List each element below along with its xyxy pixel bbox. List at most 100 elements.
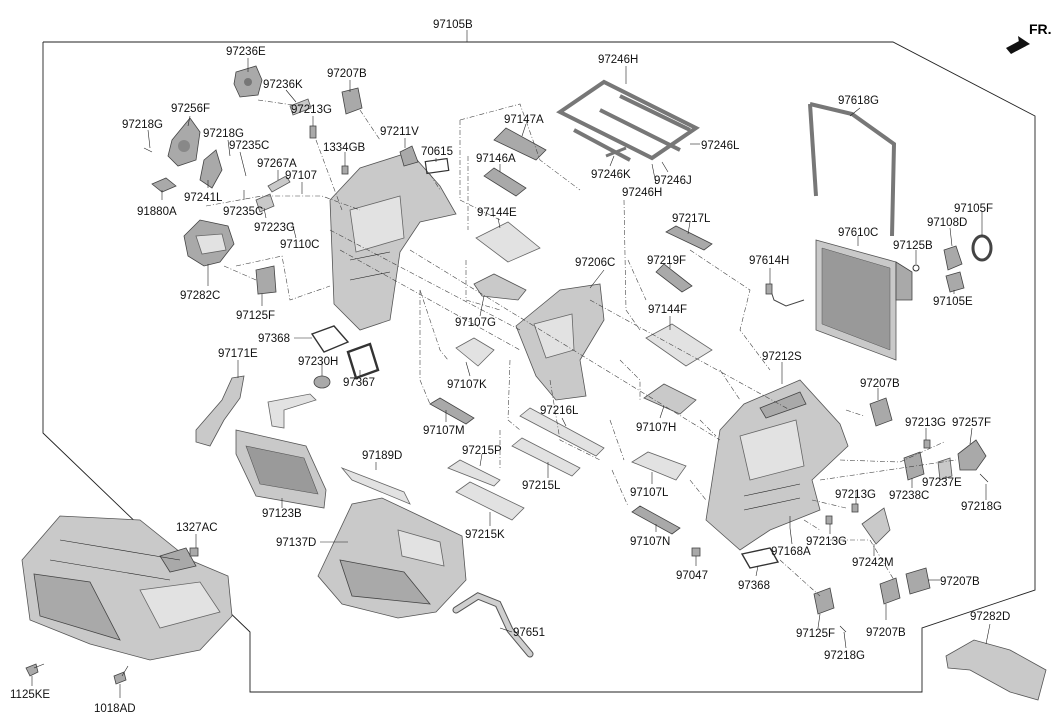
callout-97223G: 97223G <box>254 222 295 234</box>
callout-97107M: 97107M <box>423 425 465 437</box>
callout-97215K: 97215K <box>465 529 505 541</box>
callout-97168A: 97168A <box>771 546 811 558</box>
callout-97146A: 97146A <box>476 153 516 165</box>
part-97218G-screw-c <box>979 473 989 483</box>
part-97242M-cam <box>861 507 891 545</box>
callout-97207B-c: 97207B <box>940 576 980 588</box>
callout-97107H: 97107H <box>636 422 676 434</box>
part-97047-clip <box>691 547 701 557</box>
part-1018AD-bolt <box>113 665 129 685</box>
part-97246H-filter-set <box>556 79 700 162</box>
part-97207B-actuator-b <box>869 397 893 427</box>
callout-97047: 97047 <box>676 570 708 582</box>
part-97257F-actuator <box>957 439 987 471</box>
part-97237E-lever <box>937 457 953 481</box>
part-1334GB-nut <box>341 165 349 175</box>
callout-97246J: 97246J <box>654 175 692 187</box>
part-97213G-screw-b <box>923 439 931 449</box>
callout-97237E: 97237E <box>922 477 962 489</box>
part-97107G-door <box>473 273 527 301</box>
callout-97171E: 97171E <box>218 348 258 360</box>
part-97218G-screw-a <box>143 147 153 153</box>
alignment-lines <box>205 99 957 597</box>
part-97125B-clip <box>912 264 920 272</box>
part-97125F-actuator-right <box>813 587 835 615</box>
part-97105F-oring <box>971 234 993 262</box>
part-97219F-door <box>655 263 693 293</box>
callout-97236K: 97236K <box>263 79 303 91</box>
direction-label: FR. <box>1029 21 1052 37</box>
callout-97108D: 97108D <box>927 217 967 229</box>
callout-97267A: 97267A <box>257 158 297 170</box>
callout-97213G-c: 97213G <box>835 489 876 501</box>
part-97282D-duct <box>945 639 1047 701</box>
part-97212S-right-case <box>705 379 849 551</box>
part-97213G-screw-c <box>851 503 859 513</box>
callout-97256F: 97256F <box>171 103 210 115</box>
callout-97218G-b: 97218G <box>203 128 244 140</box>
part-97107M-door <box>429 397 475 425</box>
callout-97207B-a: 97207B <box>327 68 367 80</box>
part-97368-gasket-a <box>310 325 350 353</box>
callout-97207B-d: 97207B <box>866 627 906 639</box>
callout-97125F-a: 97125F <box>236 310 275 322</box>
callout-97651: 97651 <box>513 627 545 639</box>
part-97614H-sensor <box>765 283 805 307</box>
part-97610C-evaporator <box>815 239 913 361</box>
front-direction-arrow-icon <box>1006 36 1030 54</box>
callout-97107K: 97107K <box>447 379 487 391</box>
part-complete-hvac-assembly <box>21 515 233 661</box>
part-97216L-seal <box>519 407 605 457</box>
part-97207B-actuator-top <box>341 87 363 115</box>
part-97267A-lever <box>267 175 291 193</box>
callout-97110C: 97110C <box>280 239 319 251</box>
part-97171E-pipe <box>195 375 245 447</box>
part-97230H-grommet <box>313 375 331 389</box>
callout-97125F-b: 97125F <box>796 628 835 640</box>
part-97213G-screw-d <box>825 515 833 525</box>
callout-97236E: 97236E <box>226 46 266 58</box>
callout-97230H: 97230H <box>298 356 338 368</box>
callout-97242M: 97242M <box>852 557 894 569</box>
callout-97213G-a: 97213G <box>291 104 332 116</box>
callout-97282D: 97282D <box>970 611 1010 623</box>
part-97147A-door <box>493 127 547 161</box>
part-1125KE-bolt <box>25 663 45 677</box>
callout-1018AD: 1018AD <box>94 703 136 715</box>
part-97215L-seal <box>511 437 581 477</box>
callout-97246L: 97246L <box>701 140 740 152</box>
part-97215K-seal <box>455 481 525 521</box>
callout-97107G: 97107G <box>455 317 496 329</box>
part-97146A-door <box>483 167 527 197</box>
callout-97246H-bottom: 97246H <box>622 187 662 199</box>
callout-1334GB: 1334GB <box>323 142 366 154</box>
part-97218G-screw-d <box>839 625 847 633</box>
callout-97211V: 97211V <box>380 126 419 138</box>
part-97137D-lower-case <box>317 497 467 619</box>
callout-97218G-c: 97218G <box>961 501 1002 513</box>
part-97189D-bracket <box>340 467 411 505</box>
callout-97144F: 97144F <box>648 304 687 316</box>
callout-97257F: 97257F <box>952 417 991 429</box>
callout-97213G-b: 97213G <box>905 417 946 429</box>
callout-97206C: 97206C <box>575 257 615 269</box>
callout-97144E: 97144E <box>477 207 517 219</box>
callout-97147A: 97147A <box>504 114 544 126</box>
callout-97368-a: 97368 <box>258 333 290 345</box>
part-97213G-screw-top <box>309 125 317 139</box>
part-97282C-duct <box>183 219 235 267</box>
part-97236K-link <box>289 98 312 116</box>
callout-97238C: 97238C <box>889 490 929 502</box>
part-97207B-actuator-c <box>905 567 931 595</box>
part-91880A-clip <box>151 177 177 193</box>
callout-91880A: 91880A <box>137 206 177 218</box>
part-1327AC-nut <box>189 547 199 557</box>
callout-97123B: 97123B <box>262 508 302 520</box>
callout-97212S: 97212S <box>762 351 802 363</box>
part-97206C-mid-case <box>515 283 605 401</box>
callout-97215L: 97215L <box>522 480 561 492</box>
part-97108D-ring <box>943 245 963 271</box>
callout-97218G-d: 97218G <box>824 650 865 662</box>
callout-97368-b: 97368 <box>738 580 770 592</box>
part-97238C-actuator <box>903 451 925 481</box>
